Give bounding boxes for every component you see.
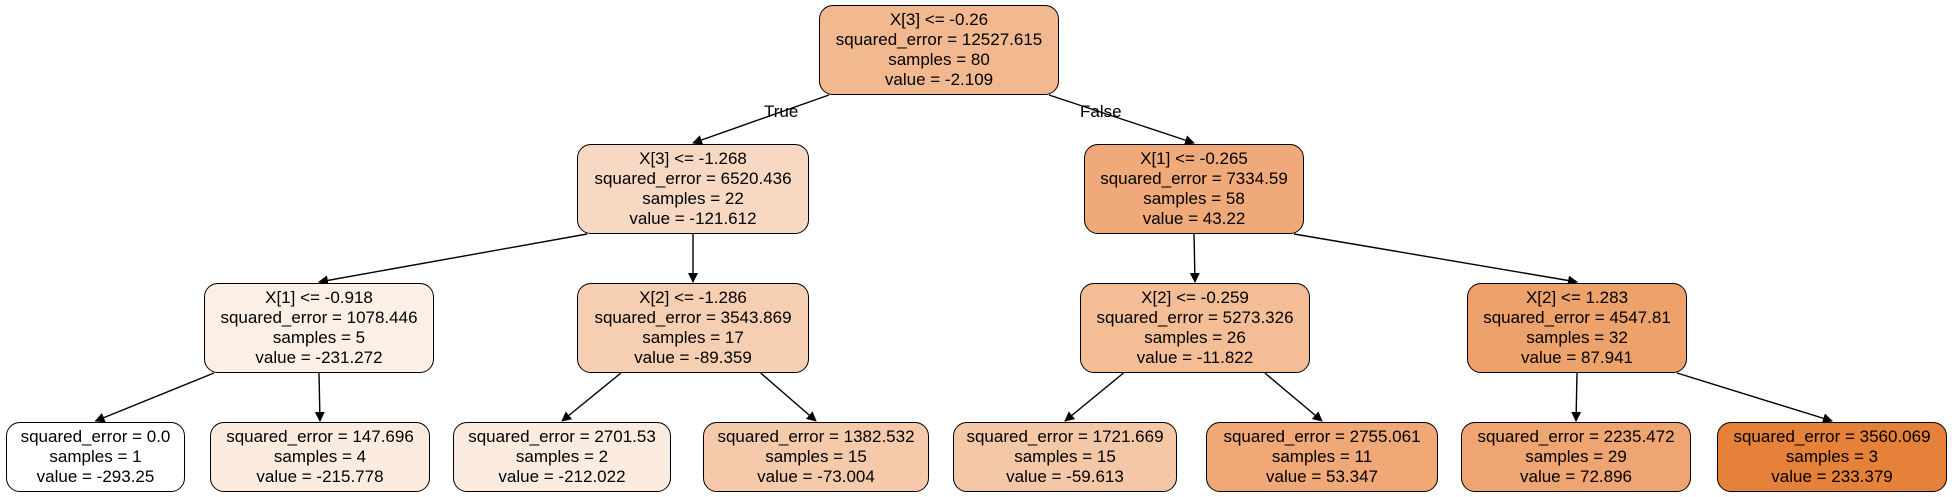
node-squared-error: squared_error = 12527.615: [835, 30, 1043, 49]
node-samples: samples = 4: [273, 447, 367, 466]
node-squared-error: squared_error = 1382.532: [717, 427, 915, 446]
node-samples: samples = 2: [515, 447, 609, 466]
node-value: value = 72.896: [1519, 467, 1632, 486]
node-samples: samples = 29: [1525, 447, 1627, 466]
node-split: X[1] <= -0.265: [1140, 149, 1248, 168]
node-samples: samples = 17: [642, 328, 744, 347]
edge-n1-n3: [318, 233, 588, 286]
node-squared-error: squared_error = 3543.869: [594, 308, 792, 327]
node-samples: samples = 5: [272, 328, 366, 347]
node-samples: samples = 26: [1144, 328, 1246, 347]
node-value: value = -121.612: [629, 209, 757, 228]
node-value: value = -215.778: [256, 467, 384, 486]
node-value: value = -293.25: [36, 467, 155, 486]
node-split: X[1] <= -0.918: [265, 288, 373, 307]
node-samples: samples = 1: [49, 447, 142, 466]
node-value: value = -212.022: [498, 467, 626, 486]
edge-n0-n2: [1048, 94, 1195, 145]
node-squared-error: squared_error = 1078.446: [220, 308, 418, 327]
edge-n4-n10: [760, 372, 817, 422]
node-squared-error: squared_error = 147.696: [226, 427, 414, 446]
edge-n3-n7: [94, 372, 215, 423]
edge-n3-n8: [314, 372, 325, 422]
node-samples: samples = 32: [1526, 328, 1628, 347]
node-split: X[2] <= -1.286: [639, 288, 747, 307]
node-squared-error: squared_error = 7334.59: [1100, 169, 1288, 188]
node-value: value = -231.272: [255, 348, 383, 367]
edge-n0-n1: [692, 94, 830, 145]
node-split: X[2] <= -0.259: [1141, 288, 1249, 307]
node-samples: samples = 11: [1271, 447, 1373, 466]
edge-n4-n9: [561, 372, 622, 422]
node-split: X[3] <= -1.268: [639, 149, 747, 168]
node-squared-error: squared_error = 0.0: [20, 427, 171, 446]
node-squared-error: squared_error = 5273.326: [1096, 308, 1294, 327]
node-value: value = 233.379: [1771, 467, 1893, 486]
node-samples: samples = 58: [1143, 189, 1245, 208]
edge-label-false: False: [1080, 102, 1122, 121]
node-value: value = -59.613: [1006, 467, 1124, 486]
node-samples: samples = 3: [1785, 447, 1879, 466]
node-squared-error: squared_error = 1721.669: [966, 427, 1164, 446]
edge-n5-n12: [1264, 372, 1323, 422]
node-split: X[2] <= 1.283: [1525, 288, 1629, 307]
node-samples: samples = 15: [1014, 447, 1116, 466]
node-value: value = -11.822: [1136, 348, 1254, 367]
edge-n2-n5: [1189, 233, 1200, 283]
node-squared-error: squared_error = 3560.069: [1733, 427, 1931, 446]
node-value: value = -2.109: [884, 70, 994, 89]
edge-n5-n11: [1064, 372, 1124, 422]
edge-n6-n14: [1676, 372, 1833, 424]
node-squared-error: squared_error = 4547.81: [1483, 308, 1671, 327]
edge-label-true: True: [764, 102, 799, 121]
node-value: value = -89.359: [634, 348, 752, 367]
node-value: value = -73.004: [757, 467, 875, 486]
node-samples: samples = 80: [888, 50, 990, 69]
node-squared-error: squared_error = 6520.436: [594, 169, 792, 188]
node-value: value = 53.347: [1265, 467, 1378, 486]
node-samples: samples = 15: [765, 447, 867, 466]
node-split: X[3] <= -0.26: [889, 10, 989, 29]
node-value: value = 43.22: [1142, 209, 1246, 228]
node-value: value = 87.941: [1520, 348, 1633, 367]
node-squared-error: squared_error = 2755.061: [1223, 427, 1421, 446]
node-samples: samples = 22: [642, 189, 744, 208]
edge-n6-n13: [1571, 372, 1582, 422]
edge-n2-n6: [1293, 233, 1578, 286]
node-squared-error: squared_error = 2235.472: [1477, 427, 1675, 446]
node-squared-error: squared_error = 2701.53: [468, 427, 656, 446]
